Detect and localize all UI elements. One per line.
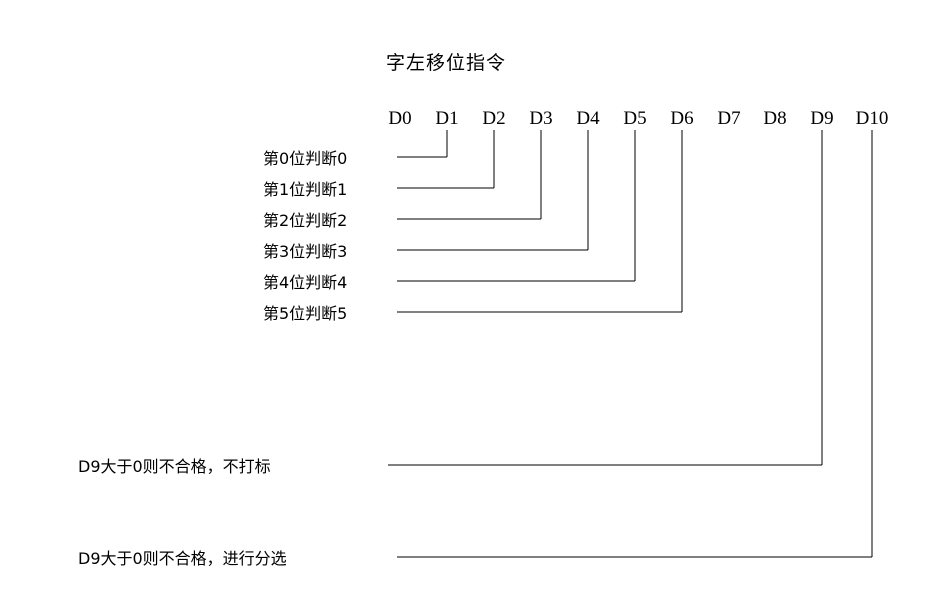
bit-index-label-d6: D6 — [670, 108, 694, 129]
bit-index-label-d10: D10 — [855, 108, 889, 129]
bit-judgment-label-5: 第5位判断5 — [263, 304, 348, 323]
diagram-title: 字左移位指令 — [386, 52, 507, 74]
bit-index-label-d8: D8 — [763, 108, 787, 129]
bit-judgment-label-3: 第3位判断3 — [263, 242, 348, 261]
bit-index-label-d0: D0 — [388, 108, 412, 129]
bit-judgment-label-1: 第1位判断1 — [263, 180, 348, 199]
lines-group — [388, 130, 873, 558]
result-condition-label-1: D9大于0则不合格，进行分选 — [78, 549, 287, 568]
bit-index-label-d3: D3 — [529, 108, 553, 129]
bit-index-label-d5: D5 — [623, 108, 647, 129]
bit-index-label-d2: D2 — [482, 108, 506, 129]
bit-judgment-label-4: 第4位判断4 — [263, 273, 348, 292]
bit-index-label-d4: D4 — [576, 108, 600, 129]
result-condition-label-0: D9大于0则不合格，不打标 — [78, 457, 271, 476]
bit-judgment-label-2: 第2位判断2 — [263, 211, 348, 230]
bit-index-label-d1: D1 — [435, 108, 459, 129]
bit-judgment-label-0: 第0位判断0 — [263, 149, 348, 168]
bit-index-label-d9: D9 — [810, 108, 834, 129]
bit-index-label-d7: D7 — [717, 108, 741, 129]
